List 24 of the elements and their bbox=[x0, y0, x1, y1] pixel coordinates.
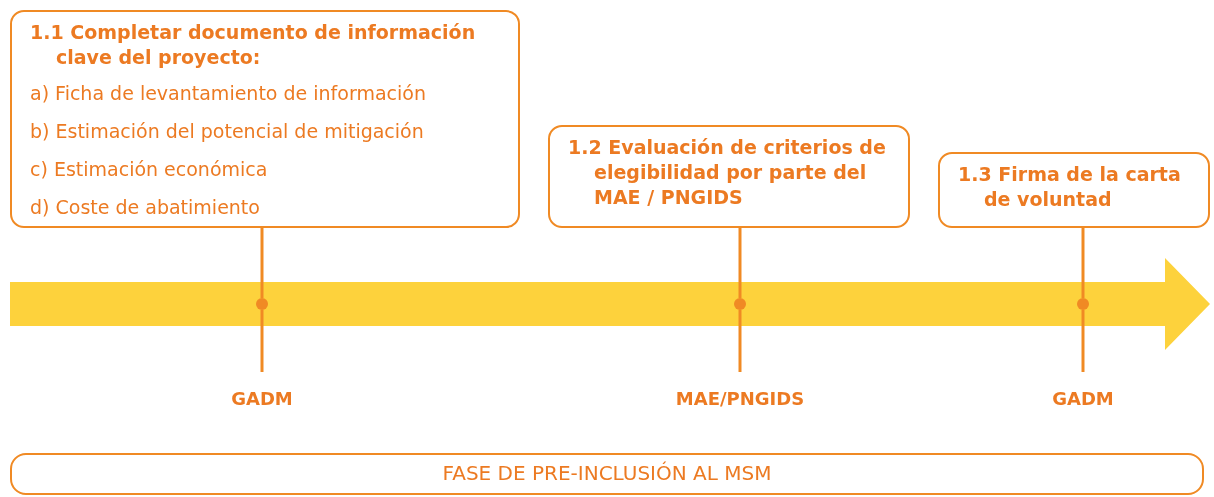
connector-line bbox=[738, 310, 742, 372]
connector-line bbox=[260, 228, 264, 298]
timeline-dot bbox=[256, 298, 268, 310]
connector-line bbox=[738, 228, 742, 298]
list-item: a) Ficha de levantamiento de información bbox=[30, 81, 427, 106]
connector-line bbox=[1081, 310, 1085, 372]
list-item: d) Coste de abatimiento bbox=[30, 195, 261, 220]
phase-title: FASE DE PRE-INCLUSIÓN AL MSM bbox=[441, 461, 773, 485]
connector-line bbox=[1081, 228, 1085, 298]
timeline-dot bbox=[1077, 298, 1089, 310]
step-title: 1.3 Firma de la carta de voluntad bbox=[958, 162, 1182, 212]
list-item: b) Estimación del potencial de mitigación bbox=[30, 119, 425, 144]
step-box bbox=[548, 125, 910, 228]
phase-band bbox=[10, 453, 1204, 495]
actor-label: MAE/PNGIDS bbox=[674, 388, 806, 409]
list-item: c) Estimación económica bbox=[30, 157, 269, 182]
actor-label: GADM bbox=[1051, 388, 1115, 409]
timeline-dot bbox=[734, 298, 746, 310]
step-box bbox=[10, 10, 520, 228]
step-title: 1.2 Evaluación de criterios de elegibilidad por parte del MAE / PNGIDS bbox=[568, 135, 887, 210]
step-box bbox=[938, 152, 1210, 228]
connector-line bbox=[260, 310, 264, 372]
step-title: 1.1 Completar documento de información clave del proyecto: bbox=[30, 20, 477, 70]
actor-label: GADM bbox=[230, 388, 294, 409]
